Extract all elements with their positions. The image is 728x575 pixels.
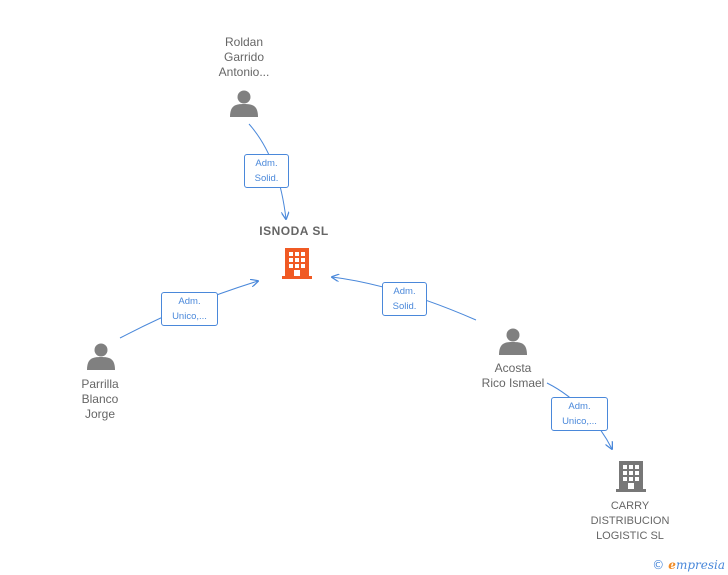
brand-logo-name: mpresia — [675, 558, 725, 572]
node-label-line: Rico Ismael — [481, 376, 545, 390]
node-label-parrilla[interactable]: Parrilla Blanco Jorge — [64, 377, 136, 422]
node-label-roldan[interactable]: Roldan Garrido Antonio... — [204, 35, 284, 80]
node-label-line: Parrilla — [81, 377, 119, 391]
copyright-symbol: © — [652, 558, 665, 572]
edge-badge-parrilla-isnoda[interactable]: Adm. Unico,... — [161, 292, 218, 326]
edge-badge-acosta-isnoda[interactable]: Adm. Solid. — [382, 282, 427, 316]
node-label-acosta[interactable]: Acosta Rico Ismael — [468, 361, 558, 391]
node-label-line: LOGISTIC SL — [596, 530, 664, 542]
edge-badge-line: Adm. — [393, 286, 416, 297]
person-icon[interactable] — [87, 343, 115, 371]
building-icon[interactable] — [282, 248, 312, 279]
person-icon[interactable] — [230, 90, 258, 118]
node-label-line: Garrido — [223, 50, 264, 64]
edge-badge-line: Adm. — [178, 296, 201, 307]
node-label-line: Blanco — [81, 392, 119, 406]
node-label-carry[interactable]: CARRY DISTRIBUCION LOGISTIC SL — [580, 499, 680, 544]
edge-badge-acosta-carry[interactable]: Adm. Unico,... — [551, 397, 608, 431]
node-label-line: DISTRIBUCION — [590, 515, 670, 527]
node-label-isnoda[interactable]: ISNODA SL — [259, 224, 329, 238]
node-label-line: Acosta — [494, 361, 532, 375]
person-icon[interactable] — [499, 328, 527, 356]
brand-logo-e: e — [668, 558, 676, 572]
edge-badge-line: Unico,... — [172, 311, 207, 322]
building-icon[interactable] — [616, 461, 646, 492]
edge-badge-line: Solid. — [392, 301, 417, 312]
edge-badge-line: Solid. — [254, 173, 279, 184]
brand-logo: ©empresia — [652, 558, 725, 572]
node-label-line: Jorge — [84, 407, 116, 421]
edge-badge-line: Adm. — [255, 158, 278, 169]
node-label-line: Antonio... — [218, 65, 270, 79]
node-label-line: Roldan — [224, 35, 264, 49]
edge-badge-line: Adm. — [568, 401, 591, 412]
edge-badge-line: Unico,... — [562, 416, 597, 427]
edge-badge-roldan-isnoda[interactable]: Adm. Solid. — [244, 154, 289, 188]
node-label-line: CARRY — [610, 500, 650, 512]
